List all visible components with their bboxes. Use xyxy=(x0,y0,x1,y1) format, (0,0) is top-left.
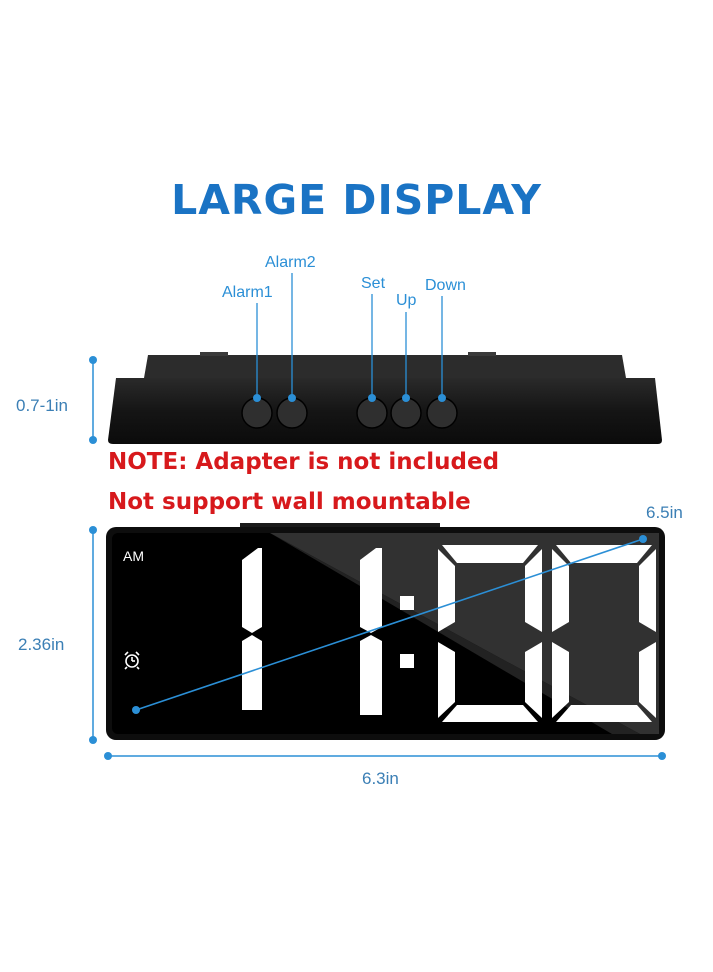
colon-bottom xyxy=(400,654,414,668)
am-indicator: AM xyxy=(123,548,144,564)
set-button[interactable] xyxy=(356,397,388,429)
note-wall-mount: Not support wall mountable xyxy=(108,489,471,515)
alarm2-label: Alarm2 xyxy=(265,254,316,271)
alarm1-button[interactable] xyxy=(241,397,273,429)
digit-0-second xyxy=(552,545,656,722)
clock-top-view xyxy=(108,352,662,444)
down-label: Down xyxy=(425,277,466,294)
down-button[interactable] xyxy=(426,397,458,429)
diagonal-dimension-line xyxy=(132,535,647,714)
alarm-clock-icon xyxy=(124,651,140,670)
time-display xyxy=(242,545,656,722)
front-height-dimension-line xyxy=(89,526,97,744)
set-label: Set xyxy=(361,275,386,292)
diagonal-label: 6.5in xyxy=(646,503,683,522)
note-adapter: NOTE: Adapter is not included xyxy=(108,449,500,475)
up-label: Up xyxy=(396,292,417,309)
button-callouts xyxy=(256,273,443,398)
digit-0-first xyxy=(438,545,542,722)
top-height-label: 0.7-1in xyxy=(16,396,68,415)
width-label: 6.3in xyxy=(362,769,399,788)
page-title: LARGE DISPLAY xyxy=(171,176,542,224)
callout-dots xyxy=(253,394,446,402)
digit-1 xyxy=(242,548,262,710)
digit-1b xyxy=(360,548,382,715)
colon-top xyxy=(400,596,414,610)
up-button[interactable] xyxy=(390,397,422,429)
alarm1-label: Alarm1 xyxy=(222,284,273,301)
front-height-label: 2.36in xyxy=(18,635,65,654)
width-dimension-line xyxy=(104,752,666,760)
alarm2-button[interactable] xyxy=(276,397,308,429)
